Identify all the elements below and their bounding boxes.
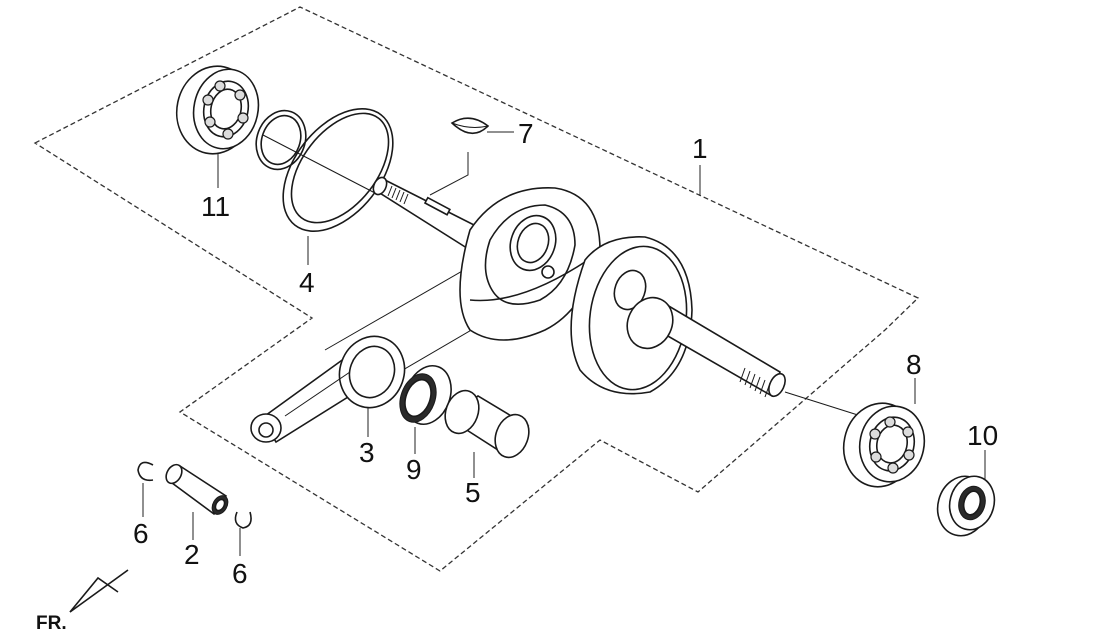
callout-3: 3 <box>359 437 375 468</box>
oil-seal-10 <box>936 475 996 537</box>
callout-6-left: 6 <box>133 518 149 549</box>
callout-10: 10 <box>967 420 998 451</box>
callout-4: 4 <box>299 267 315 298</box>
callout-labels: 1 2 3 4 5 6 6 7 8 9 10 11 <box>133 118 998 589</box>
connecting-rod-3 <box>250 335 406 444</box>
shaft-thread-right <box>739 367 771 398</box>
bearing-11 <box>175 65 260 155</box>
callout-5: 5 <box>465 477 481 508</box>
piston-pin-2 <box>165 463 229 516</box>
circlip-6-right <box>234 511 252 529</box>
callout-11: 11 <box>201 191 230 222</box>
callout-7: 7 <box>518 118 534 149</box>
circlip-6-left <box>137 461 154 482</box>
assembly-boundary <box>33 6 920 572</box>
shaft-thread-left <box>387 185 409 205</box>
front-marker-label: FR. <box>36 613 67 634</box>
woodruff-key-7 <box>450 117 490 135</box>
callout-8: 8 <box>906 349 922 380</box>
callout-2: 2 <box>184 539 200 570</box>
front-direction-marker: FR. <box>36 569 129 634</box>
crank-half-left <box>372 176 601 341</box>
callout-1: 1 <box>692 133 708 164</box>
crank-pin-5 <box>444 389 530 459</box>
bearing-8 <box>842 402 926 488</box>
gasket-4 <box>282 108 394 232</box>
callout-9: 9 <box>406 454 422 485</box>
o-ring-small <box>255 109 307 171</box>
crank-half-right <box>570 236 786 398</box>
callout-6-right: 6 <box>232 558 248 589</box>
